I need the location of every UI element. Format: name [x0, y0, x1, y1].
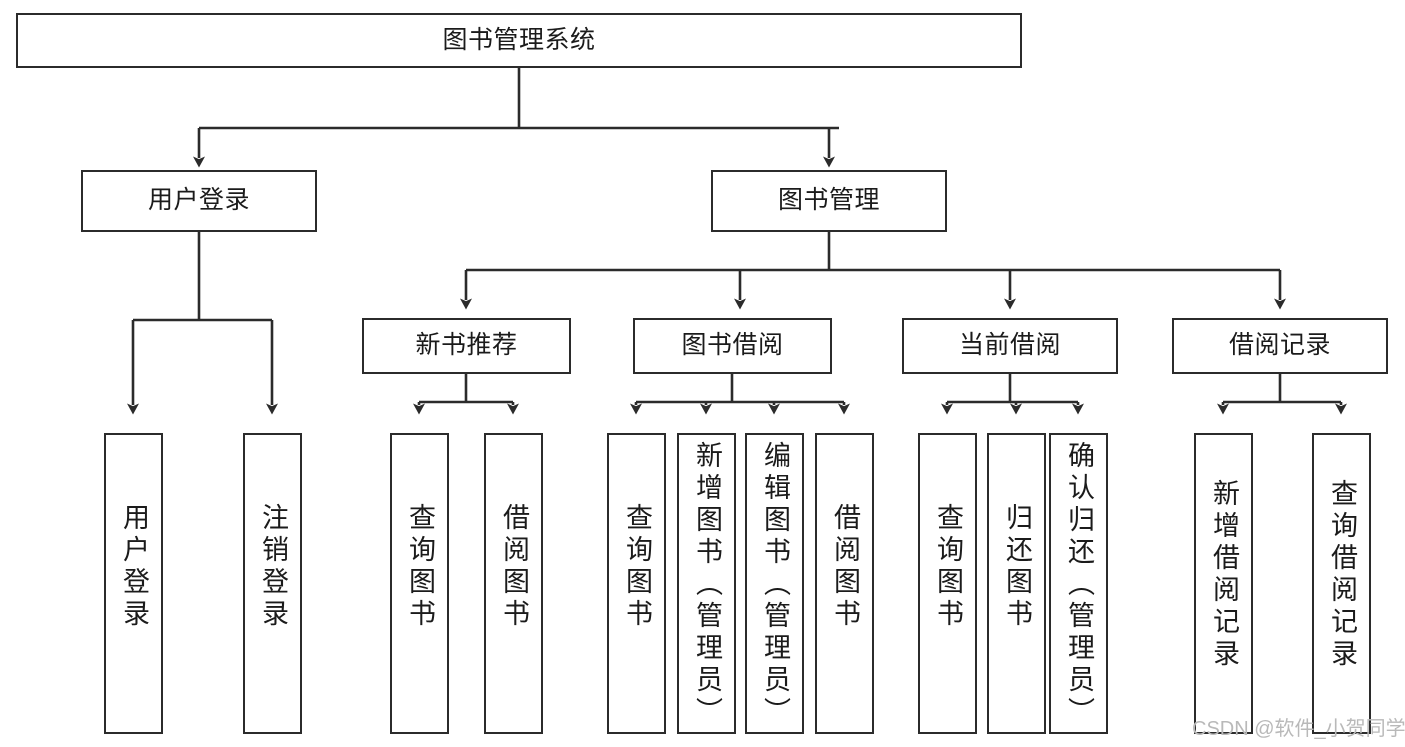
- leaf-query-book-current[interactable]: 查询图书: [918, 433, 977, 734]
- node-root[interactable]: 图书管理系统: [16, 13, 1022, 68]
- leaf-add-book-admin-label: 新增图书（管理员）: [692, 441, 722, 729]
- node-new-book-recommend-label: 新书推荐: [415, 331, 518, 360]
- leaf-add-borrow-record-label: 新增借阅记录: [1209, 479, 1239, 671]
- node-book-management[interactable]: 图书管理: [711, 170, 947, 232]
- leaf-confirm-return-admin-label: 确认归还（管理员）: [1064, 441, 1094, 729]
- leaf-confirm-return-admin[interactable]: 确认归还（管理员）: [1049, 433, 1108, 734]
- leaf-return-book-label: 归还图书: [1002, 503, 1032, 631]
- node-new-book-recommend[interactable]: 新书推荐: [362, 318, 571, 374]
- leaf-logout-label: 注销登录: [258, 503, 288, 631]
- leaf-query-borrow-record-label: 查询借阅记录: [1327, 479, 1357, 671]
- node-user-login[interactable]: 用户登录: [81, 170, 317, 232]
- node-root-label: 图书管理系统: [442, 25, 596, 54]
- leaf-edit-book-admin-label: 编辑图书（管理员）: [760, 441, 790, 729]
- leaf-borrow-book-newbook-label: 借阅图书: [499, 503, 529, 631]
- leaf-logout[interactable]: 注销登录: [243, 433, 302, 734]
- leaf-query-book-newbook[interactable]: 查询图书: [390, 433, 449, 734]
- leaf-user-login-label: 用户登录: [119, 503, 149, 631]
- leaf-query-book-newbook-label: 查询图书: [405, 503, 435, 631]
- node-book-management-label: 图书管理: [777, 186, 880, 215]
- leaf-add-book-admin[interactable]: 新增图书（管理员）: [677, 433, 736, 734]
- leaf-edit-book-admin[interactable]: 编辑图书（管理员）: [745, 433, 804, 734]
- leaf-borrow-book-newbook[interactable]: 借阅图书: [484, 433, 543, 734]
- leaf-add-borrow-record[interactable]: 新增借阅记录: [1194, 433, 1253, 734]
- leaf-user-login[interactable]: 用户登录: [104, 433, 163, 734]
- node-borrow-records[interactable]: 借阅记录: [1172, 318, 1388, 374]
- node-borrow-records-label: 借阅记录: [1228, 331, 1331, 360]
- leaf-query-book-current-label: 查询图书: [933, 503, 963, 631]
- node-current-borrow-label: 当前借阅: [958, 331, 1061, 360]
- node-book-borrow-label: 图书借阅: [681, 331, 784, 360]
- node-user-login-label: 用户登录: [147, 186, 250, 215]
- node-book-borrow[interactable]: 图书借阅: [633, 318, 832, 374]
- leaf-borrow-book-borrow[interactable]: 借阅图书: [815, 433, 874, 734]
- leaf-return-book[interactable]: 归还图书: [987, 433, 1046, 734]
- leaf-query-book-borrow-label: 查询图书: [622, 503, 652, 631]
- node-current-borrow[interactable]: 当前借阅: [902, 318, 1118, 374]
- leaf-borrow-book-borrow-label: 借阅图书: [830, 503, 860, 631]
- leaf-query-book-borrow[interactable]: 查询图书: [607, 433, 666, 734]
- leaf-query-borrow-record[interactable]: 查询借阅记录: [1312, 433, 1371, 734]
